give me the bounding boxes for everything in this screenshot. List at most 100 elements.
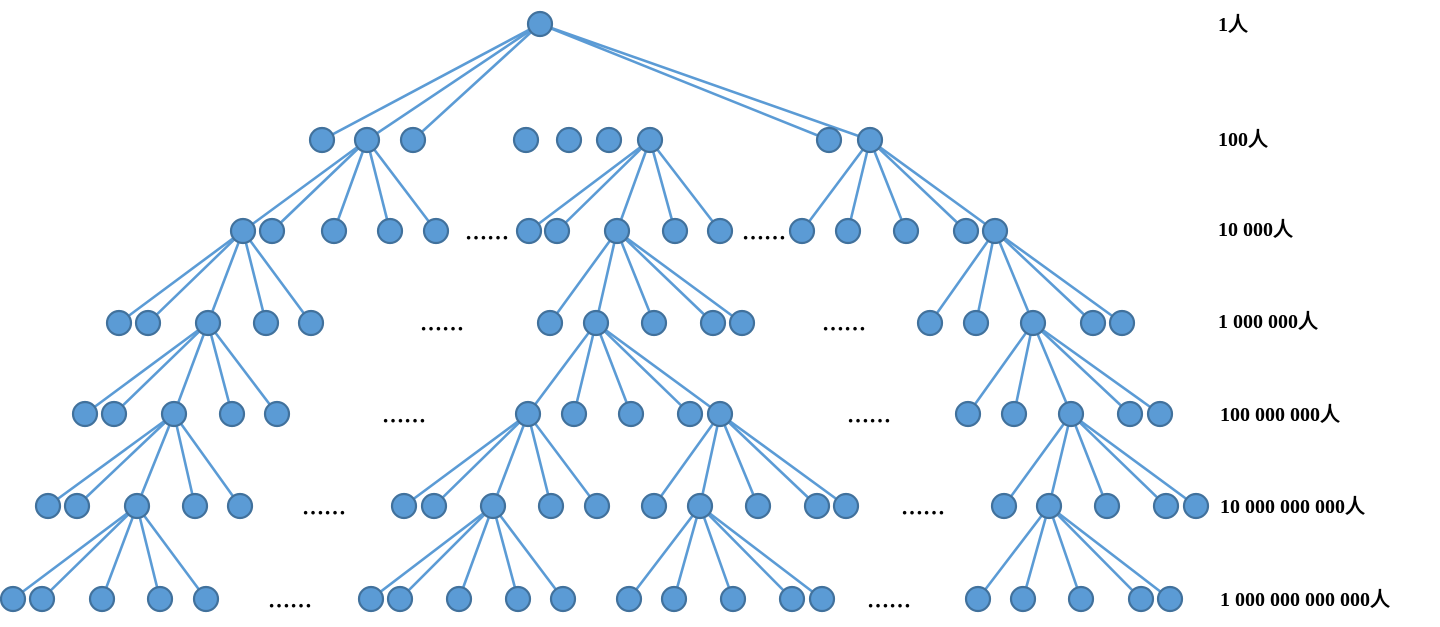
person-node-level-2 [399,126,427,154]
tree-edge [172,322,210,415]
person-node-level-4 [640,309,668,337]
person-node-level-5 [218,400,246,428]
person-node-level-3 [603,217,631,245]
tree-edge [974,230,997,324]
person-node-level-5 [560,400,588,428]
person-node-level-4 [699,309,727,337]
level-label-4: 1 000 000人 [1218,311,1318,333]
person-node-level-5 [706,400,734,428]
ellipsis-marker: …… [822,311,866,336]
tree-edge [206,322,234,415]
tree-edge [1070,413,1167,507]
person-node-level-5 [514,400,542,428]
person-node-level-7 [1009,585,1037,613]
tree-edge [652,413,722,507]
person-node-level-6 [832,492,860,520]
tree-edge [241,230,268,324]
person-node-level-3 [229,217,257,245]
tree-edge [242,138,368,233]
tree-edge [370,504,494,601]
tree-edge [1048,504,1171,601]
tree-edge [1032,321,1161,416]
person-node-level-4 [1019,309,1047,337]
ellipsis-marker: …… [847,403,891,428]
person-node-level-7 [1067,585,1095,613]
tree-edge [698,505,735,600]
tree-edge [869,139,967,232]
tree-edge [84,321,209,416]
person-node-level-4 [1108,309,1136,337]
person-node-level-5 [676,400,704,428]
level-label-7: 1 000 000 000 000人 [1220,589,1390,611]
person-node-level-7 [445,585,473,613]
tree-edge [118,229,244,325]
person-node-level-7 [192,585,220,613]
tree-edge [1047,413,1073,507]
person-node-level-6 [123,492,151,520]
person-node-level-3 [788,217,816,245]
person-node-level-2 [555,126,583,154]
person-node-level-7 [146,585,174,613]
level-label-5: 100 000 000人 [1220,404,1340,426]
person-node-level-6 [640,492,668,520]
ellipsis-marker: …… [867,588,911,613]
person-node-level-6 [686,492,714,520]
person-node-level-2 [512,126,540,154]
tree-edge [1031,322,1073,415]
person-node-level-7 [1127,585,1155,613]
tree-edge [572,322,598,415]
ellipsis-marker: …… [382,403,426,428]
person-node-level-4 [297,309,325,337]
person-node-level-6 [34,492,62,520]
level-label-2: 100人 [1218,129,1268,151]
tree-edge [719,413,818,507]
tree-edge [332,139,369,232]
person-node-level-6 [990,492,1018,520]
tree-edge [672,505,702,600]
person-node-level-5 [1146,400,1174,428]
tree-edge [491,505,565,600]
tree-edge [1047,505,1083,600]
person-node-level-4 [916,309,944,337]
person-node-level-7 [504,585,532,613]
tree-edge [526,413,553,507]
tree-edge [206,230,245,324]
person-node-level-2 [636,126,664,154]
person-node-level-6 [479,492,507,520]
person-node-level-5 [617,400,645,428]
tree-edge [699,505,793,600]
person-node-level-2 [353,126,381,154]
person-node-level-4 [962,309,990,337]
person-node-level-4 [728,309,756,337]
tree-edge [556,139,651,232]
tree-edge [206,322,279,415]
tree-edge [616,230,714,324]
tree-edge [993,230,1035,324]
tree-edge [241,230,313,324]
person-node-level-2 [815,126,843,154]
person-node-level-6 [226,492,254,520]
tree-edge [12,504,138,601]
person-node-level-3 [543,217,571,245]
person-node-level-6 [1093,492,1121,520]
tree-edge [698,413,722,507]
tree-edge [1032,322,1131,415]
tree-edge [1069,413,1109,507]
person-node-level-4 [134,309,162,337]
tree-edge [966,322,1035,415]
person-node-level-7 [615,585,643,613]
tree-edge [800,139,872,232]
tree-edge [994,230,1094,324]
tree-edge [526,322,598,415]
person-node-level-4 [536,309,564,337]
person-node-level-6 [1182,492,1210,520]
tree-edge [1002,413,1073,507]
tree-edge [868,139,908,232]
tree-edge [846,139,872,232]
tree-edge [366,22,541,142]
tree-edge [365,139,392,232]
tree-edge [1021,505,1051,600]
person-node-level-7 [719,585,747,613]
person-node-level-6 [803,492,831,520]
tree-edge [491,413,530,507]
